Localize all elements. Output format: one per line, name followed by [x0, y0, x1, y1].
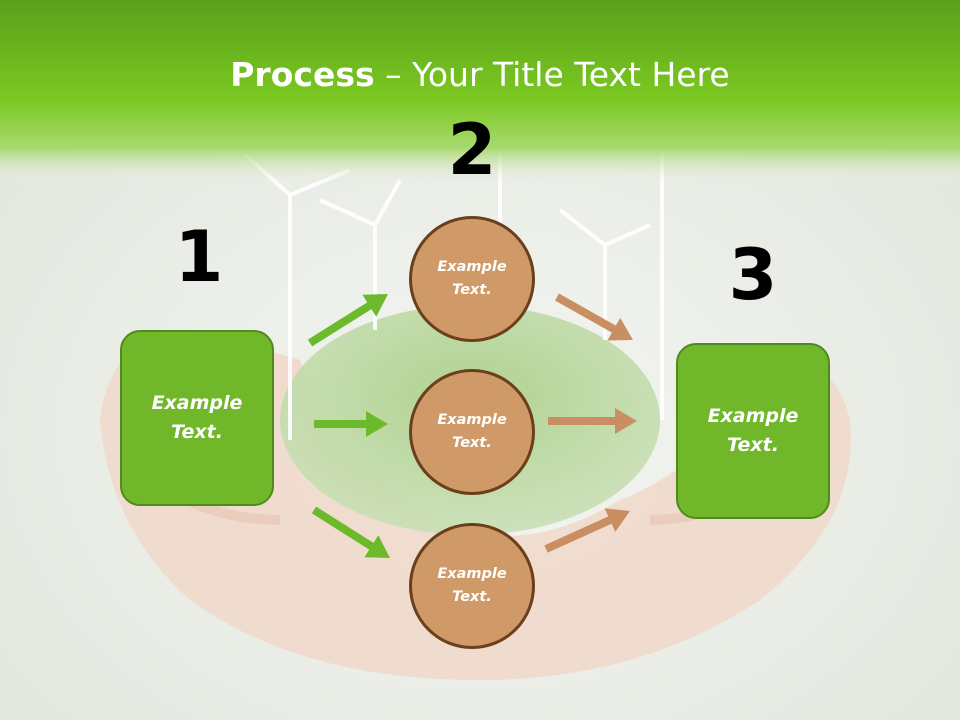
arrow-tan-middle	[548, 408, 637, 434]
slide-title: Process – Your Title Text Here	[0, 54, 960, 96]
circle-middle-text: Example Text.	[437, 412, 507, 451]
step-number-2: 2	[447, 109, 497, 191]
step-2-circle-top: Example Text.	[409, 216, 535, 342]
circle-bottom-text: Example Text.	[437, 566, 507, 605]
title-rest: – Your Title Text Here	[374, 55, 730, 94]
step-3-text: Example Text.	[707, 405, 799, 456]
step-1-text: Example Text.	[151, 392, 243, 443]
step-number-1: 1	[174, 216, 224, 298]
arrow-green-up	[307, 294, 388, 347]
arrow-green-down	[311, 506, 390, 558]
step-1-box: Example Text.	[120, 330, 274, 506]
title-bold: Process	[230, 55, 375, 94]
circle-top-text: Example Text.	[437, 259, 507, 298]
step-number-3: 3	[728, 234, 778, 316]
step-2-circle-middle: Example Text.	[409, 369, 535, 495]
step-2-circle-bottom: Example Text.	[409, 523, 535, 649]
arrow-tan-down	[555, 293, 633, 341]
arrow-green-middle	[314, 411, 388, 437]
step-3-box: Example Text.	[676, 343, 830, 519]
arrow-tan-up	[544, 508, 630, 553]
